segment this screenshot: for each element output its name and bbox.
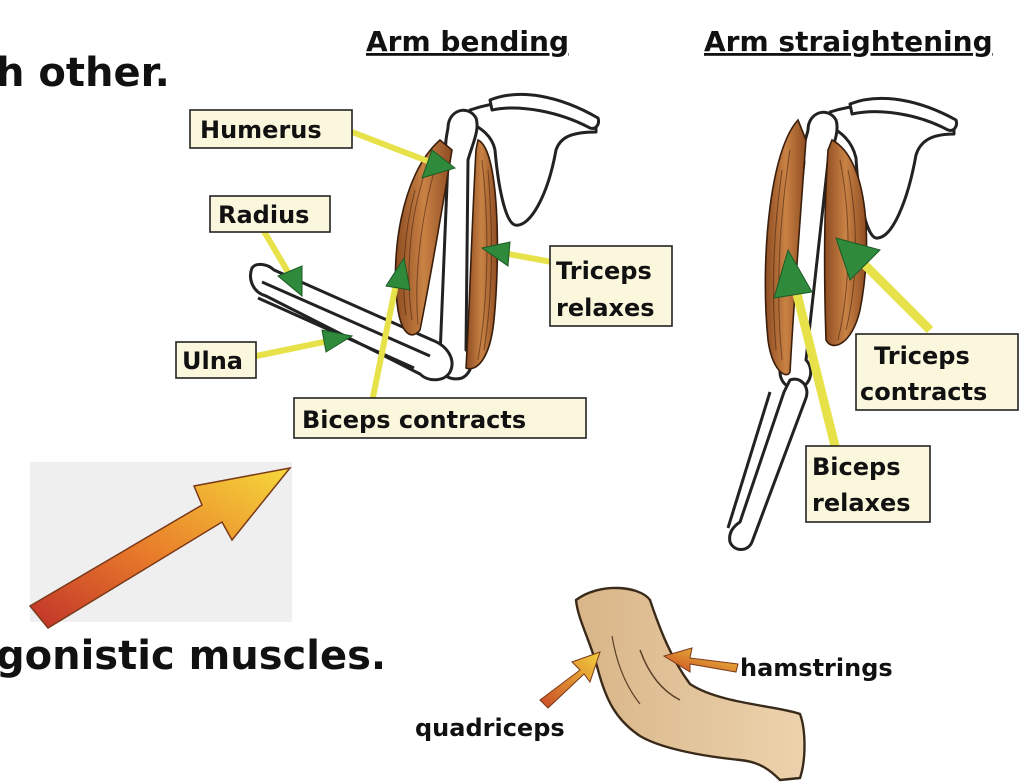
svg-text:Biceps contracts: Biceps contracts (302, 406, 526, 434)
heading-arm-bending: Arm bending (366, 25, 569, 58)
svg-text:Humerus: Humerus (200, 116, 322, 144)
label-ulna: Ulna (176, 342, 256, 378)
heading-arm-straightening: Arm straightening (704, 25, 993, 58)
label-hamstrings: hamstrings (740, 654, 893, 682)
svg-text:Triceps: Triceps (556, 257, 652, 285)
label-biceps-relaxes: Biceps relaxes (806, 446, 930, 522)
svg-text:Radius: Radius (218, 201, 309, 229)
label-triceps-contracts: Triceps contracts (856, 334, 1018, 410)
label-biceps-contracts: Biceps contracts (294, 398, 586, 438)
label-quadriceps: quadriceps (415, 714, 565, 742)
svg-text:Biceps: Biceps (812, 453, 901, 481)
svg-text:Triceps: Triceps (874, 342, 970, 370)
svg-text:relaxes: relaxes (812, 489, 911, 517)
svg-text:contracts: contracts (860, 378, 987, 406)
leg-illustration (576, 588, 805, 780)
intro-text: h other. (0, 50, 170, 96)
svg-text:relaxes: relaxes (556, 294, 655, 322)
svg-text:Ulna: Ulna (182, 347, 243, 375)
label-triceps-relaxes: Triceps relaxes (550, 246, 672, 326)
outro-text: gonistic muscles. (0, 633, 386, 679)
label-radius: Radius (210, 196, 330, 232)
label-humerus: Humerus (190, 110, 352, 148)
